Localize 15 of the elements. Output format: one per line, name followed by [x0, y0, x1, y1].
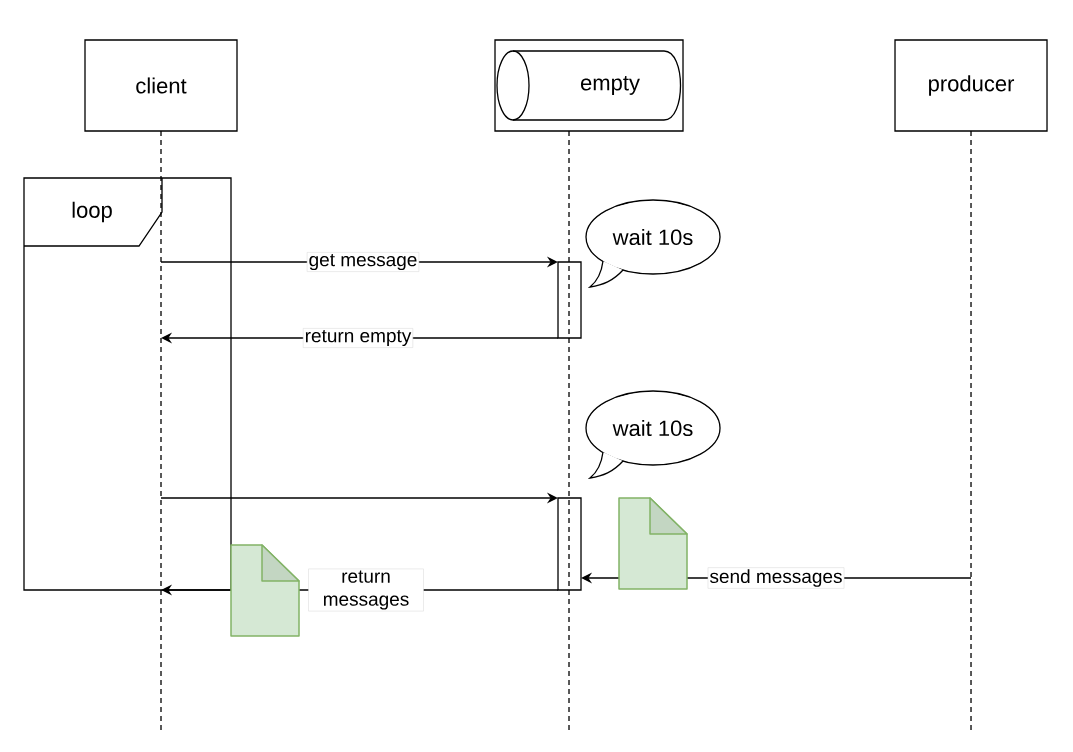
speech-bubble: wait 10s [585, 199, 721, 288]
edge-label: get message [306, 252, 420, 272]
edge-label: return empty [302, 328, 414, 348]
activation-bar [557, 261, 582, 339]
lifeline [970, 130, 972, 731]
edge-label: send messages [707, 567, 845, 589]
edge-label: return messages [308, 568, 424, 612]
lifeline-header-box: client [84, 39, 238, 132]
queue-box: empty [494, 39, 684, 132]
activation-bar [557, 497, 582, 591]
lifeline-header-box: producer [894, 39, 1048, 132]
lifeline [160, 130, 162, 731]
speech-bubble: wait 10s [585, 390, 721, 479]
lifeline [568, 130, 570, 731]
loop-frame: loop [23, 177, 232, 591]
